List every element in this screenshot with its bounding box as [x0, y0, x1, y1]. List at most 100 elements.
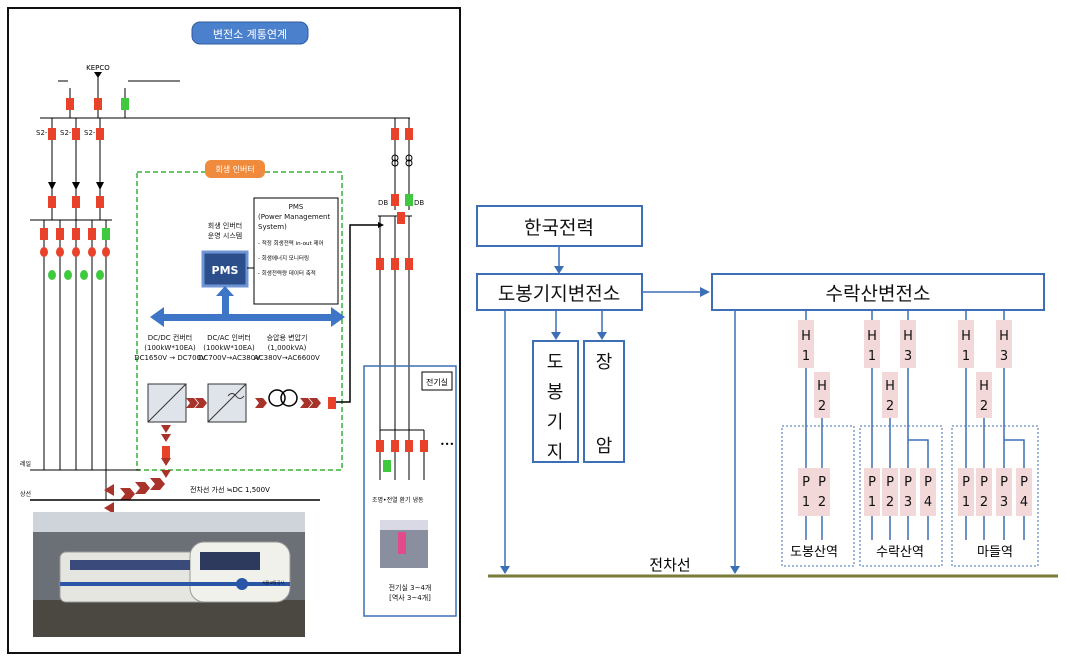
- svg-text:P: P: [802, 475, 810, 490]
- svg-text:H: H: [801, 329, 811, 344]
- breaker-r3: [121, 98, 129, 110]
- transformer-coil-2: [280, 389, 298, 407]
- svg-text:P: P: [980, 475, 988, 490]
- jangam-box: [583, 340, 625, 463]
- feeder-label-3: S2-: [84, 129, 96, 137]
- elec-room-note-2: [역사 3~4개]: [389, 593, 431, 602]
- surak-substation-box: [711, 273, 1045, 311]
- elec-room-photo-ceiling: [380, 520, 428, 530]
- surak-catenary-feed-head: [730, 566, 740, 574]
- hp-labels: H1 H2 P1 P2 H1 H2 H3 P1 P2 P3 P4 H1 H2 H…: [801, 329, 1028, 510]
- train-logo-text: 서울교통공사: [262, 579, 284, 585]
- svg-text:H: H: [961, 329, 971, 344]
- transformer-coil-1: [268, 389, 286, 407]
- svg-text:2: 2: [818, 399, 826, 414]
- svg-text:2: 2: [886, 399, 894, 414]
- loads-label: 조명•전열 환기 냉동: [372, 496, 424, 504]
- title-text: 변전소 계통연계: [213, 28, 287, 41]
- svg-text:1: 1: [868, 349, 876, 364]
- dobong-base-char-4: 지: [547, 442, 564, 463]
- elec-room-breakers: [376, 429, 428, 480]
- tr-label-1: 승압용 변압기: [267, 333, 308, 342]
- svg-text:1: 1: [868, 495, 876, 510]
- station-label-dobongsan: 도봉산역: [790, 545, 838, 560]
- kepco-arrow: [94, 72, 102, 78]
- power-flow-arrows: [104, 398, 321, 526]
- svg-text:3: 3: [904, 495, 912, 510]
- train-photo: [33, 512, 305, 637]
- dcdc-label-3: DC1650V → DC700V: [134, 354, 206, 362]
- outgoing-circuits: [40, 220, 110, 500]
- svg-text:3: 3: [904, 349, 912, 364]
- dobong-base-box: [532, 340, 579, 463]
- left-diagram: 변전소 계통연계 KEPCO S2- S2- S2-: [7, 7, 461, 654]
- svg-text:H: H: [817, 379, 827, 394]
- pms-desc-title-2: (Power Management: [258, 213, 330, 221]
- right-diagram: 한국전력 도봉기지변전소 도 봉 기 지 장 암 수락산변전소: [476, 205, 1058, 578]
- svg-text:2: 2: [980, 399, 988, 414]
- elec-room-note-1: 전기실 3~4개: [389, 583, 432, 592]
- svg-text:P: P: [924, 475, 932, 490]
- breaker-r2: [94, 98, 102, 110]
- svg-text:P: P: [1000, 475, 1008, 490]
- station-group-suraksan: [859, 310, 943, 567]
- tr-label-2: (1,000kVA): [268, 344, 307, 352]
- regen-inverter-box: [136, 171, 343, 471]
- dcac-label-1: DC/AC 인버터: [207, 333, 251, 342]
- svg-text:H: H: [979, 379, 989, 394]
- breaker-r1: [66, 98, 74, 110]
- kepco-to-dobong-head: [554, 266, 564, 274]
- regen-inverter-badge: [205, 160, 265, 178]
- pms-desc-title-3: System): [258, 223, 287, 231]
- elec-room-label: 전기실: [426, 377, 448, 387]
- svg-text:P: P: [962, 475, 970, 490]
- svg-text:2: 2: [980, 495, 988, 510]
- station-group-dobongsan: [781, 310, 855, 567]
- svg-text:P: P: [1020, 475, 1028, 490]
- db1-label: DB: [378, 199, 388, 207]
- ac-feed-line: [336, 224, 378, 403]
- svg-text:1: 1: [962, 349, 970, 364]
- svg-text:H: H: [867, 329, 877, 344]
- station-label-suraksan: 수락산역: [876, 545, 924, 560]
- svg-text:4: 4: [1020, 495, 1028, 510]
- pms-comm-arrow: [150, 286, 345, 327]
- svg-text:H: H: [999, 329, 1009, 344]
- kepco-label: KEPCO: [86, 64, 110, 72]
- station-label-madeul: 마들역: [977, 545, 1013, 560]
- elec-room-box: [363, 365, 457, 617]
- svg-text:1: 1: [802, 349, 810, 364]
- svg-text:H: H: [903, 329, 913, 344]
- svg-text:1: 1: [802, 495, 810, 510]
- svg-text:P: P: [904, 475, 912, 490]
- jangam-char-1: 장: [596, 352, 613, 373]
- svg-text:P: P: [818, 475, 826, 490]
- dcac-label-3: DC700V→AC380V: [198, 354, 260, 362]
- jangam-char-2: 암: [596, 436, 613, 457]
- dobong-base-char-1: 도: [547, 352, 564, 373]
- svg-text:P: P: [886, 475, 894, 490]
- dcac-label-2: (100kW*10EA): [203, 344, 255, 352]
- branch-dobong-base-head: [551, 332, 561, 340]
- pms-box: [201, 250, 249, 288]
- more-ellipsis: •••: [440, 440, 454, 449]
- tr-label-3: AC380V→AC6600V: [254, 354, 320, 362]
- dcdc-label-1: DC/DC 컨버터: [148, 333, 192, 342]
- kepco-box-label: 한국전력: [524, 217, 594, 239]
- pms-desc-item-3: - 회생전력량 데이터 축적: [258, 269, 316, 277]
- dc-breaker: [162, 446, 170, 458]
- elec-room-photo-figure: [398, 532, 406, 554]
- svg-text:P: P: [868, 475, 876, 490]
- substation-column: [376, 118, 413, 440]
- feeder-group: [30, 118, 112, 221]
- svg-text:3: 3: [1000, 495, 1008, 510]
- db2-label: DB: [414, 199, 424, 207]
- station-group-madeul: [951, 310, 1039, 567]
- dcac-diag: [207, 383, 247, 423]
- pms-desc-item-1: - 적정 회생전력 in-out 제어: [258, 239, 324, 247]
- upper-line-label: 상선: [20, 490, 31, 498]
- catenary-label: 전차선 가선 ≒DC 1,500V: [190, 485, 270, 494]
- dobong-to-surak-head: [700, 287, 710, 297]
- title-badge: [191, 21, 309, 45]
- feeder-label-2: S2-: [60, 129, 72, 137]
